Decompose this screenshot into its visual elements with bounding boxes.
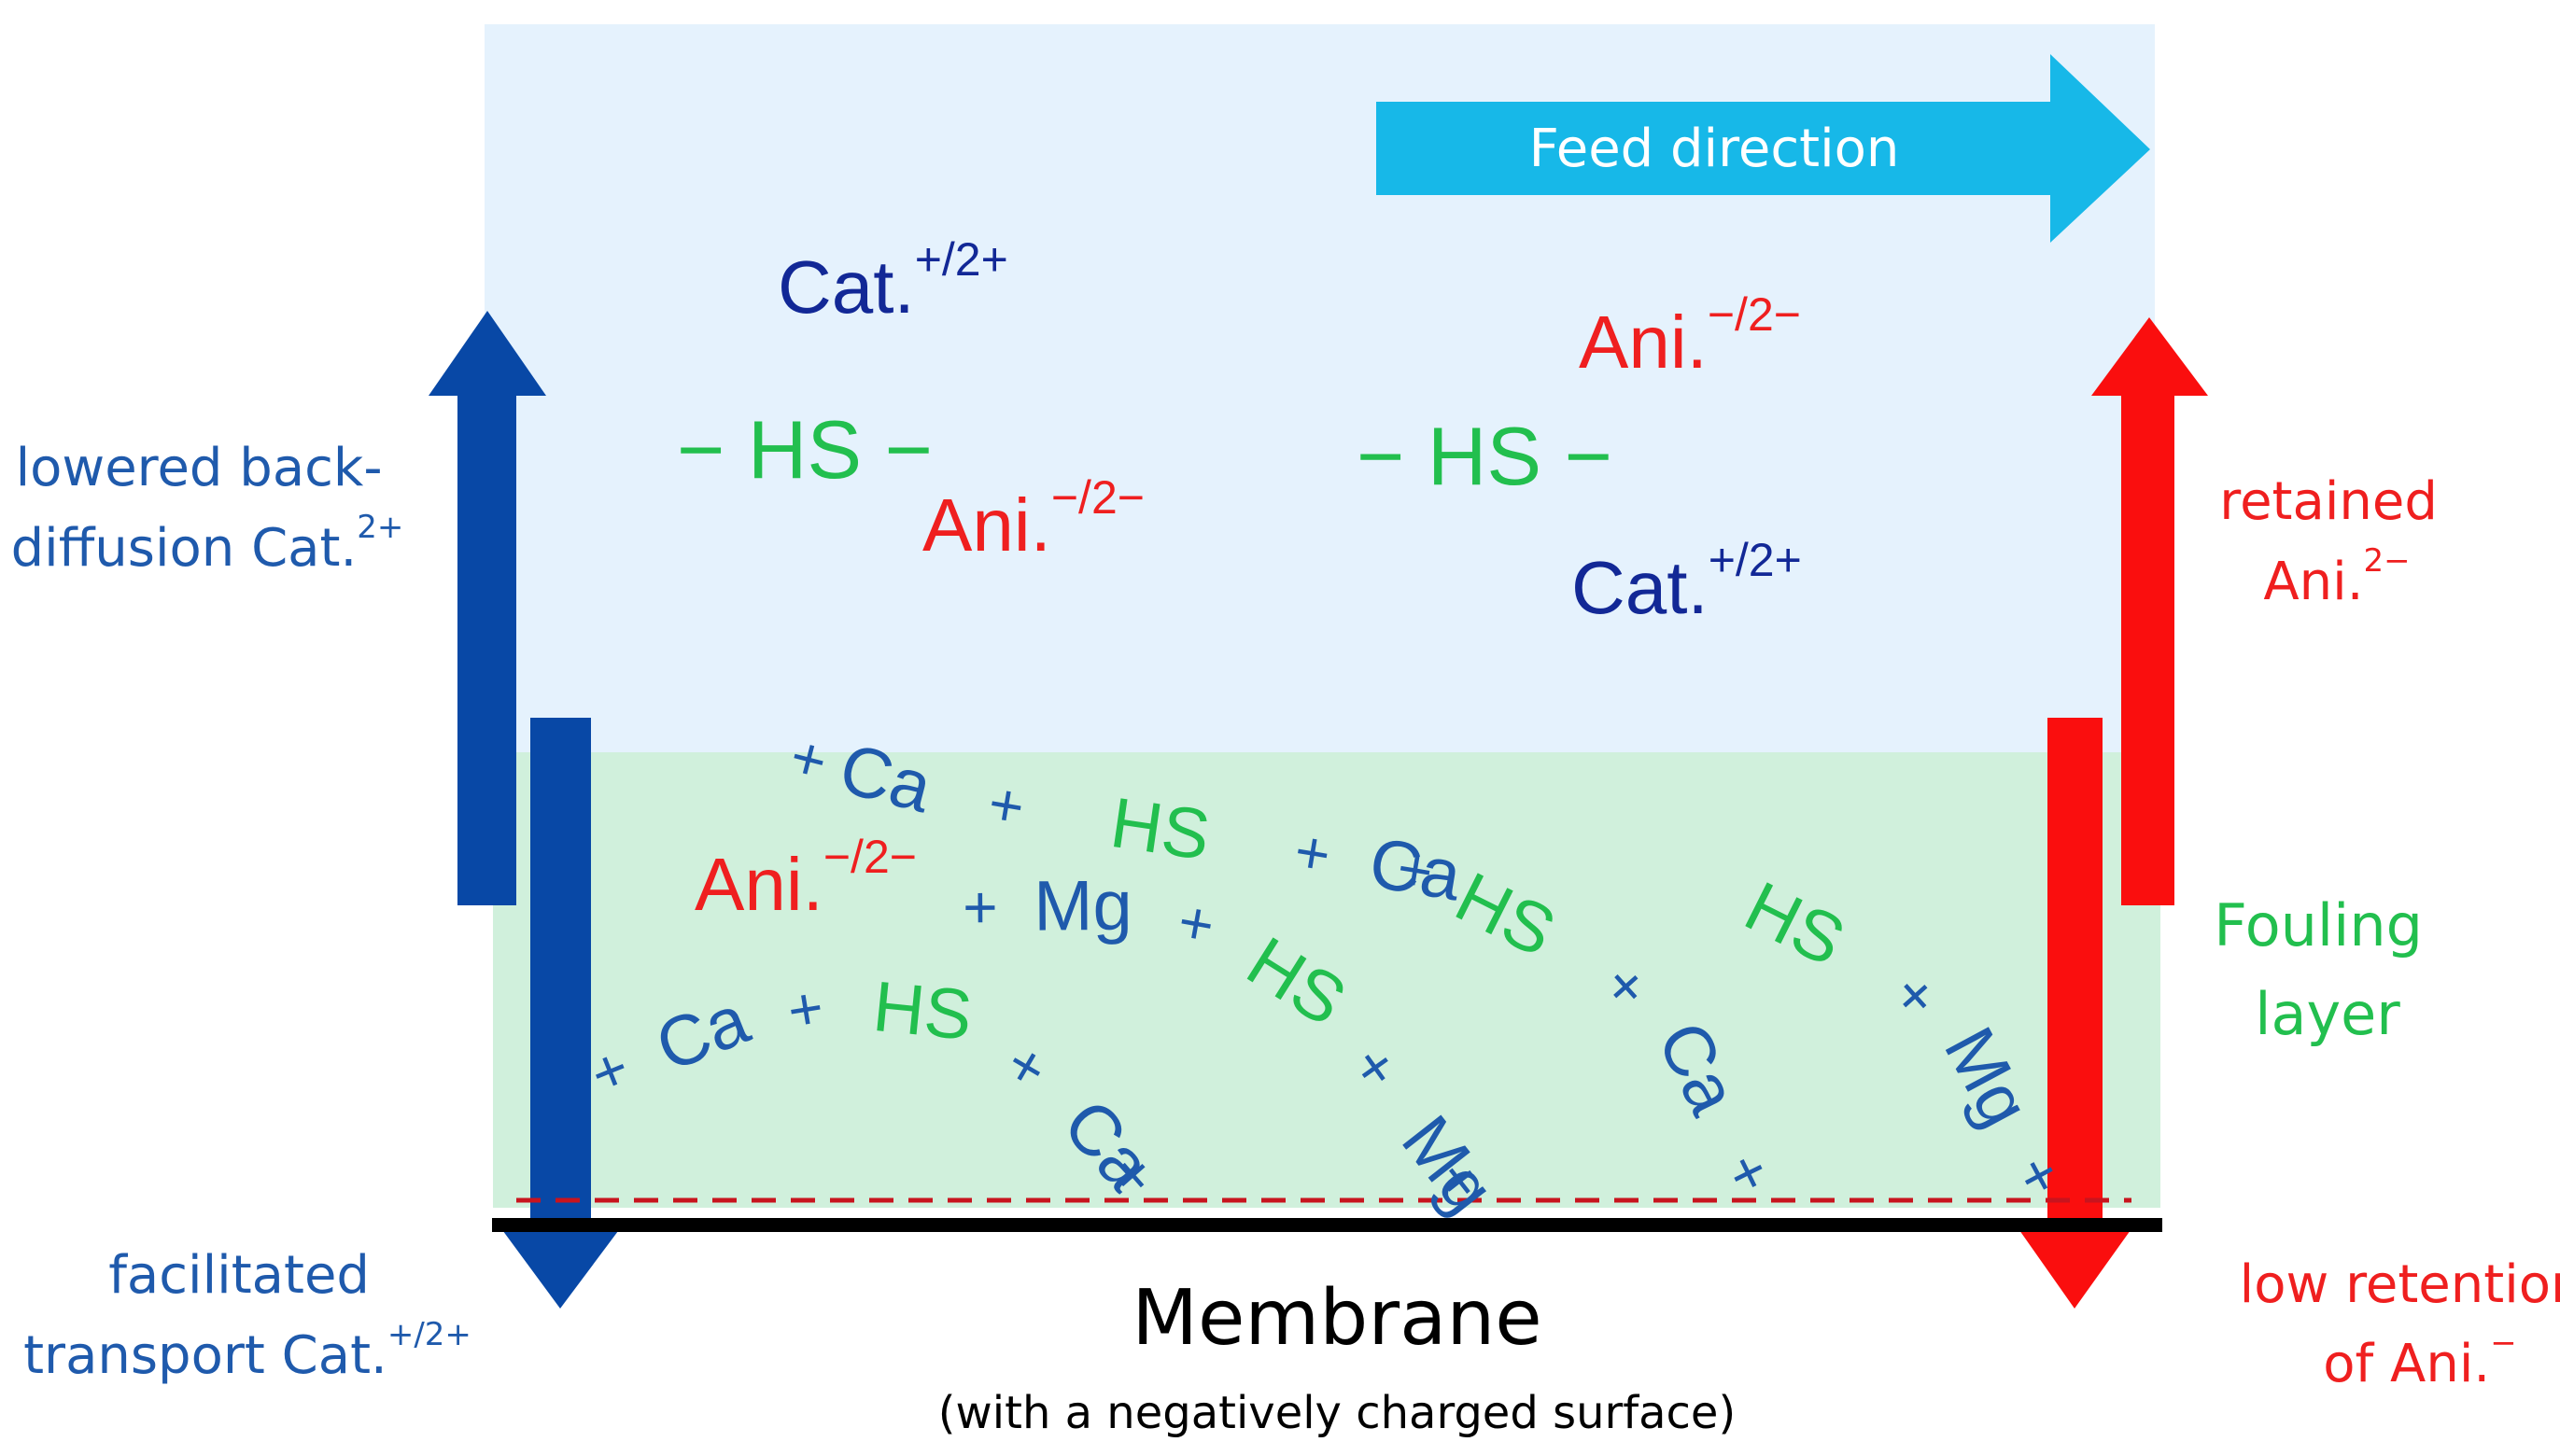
back-diffusion-label: lowered back- diffusion Cat.2+ — [11, 438, 404, 579]
fouling-cation-chain2-1: Mg — [1034, 866, 1132, 946]
low-retention-line2: of Ani. — [2323, 1334, 2490, 1394]
retained-anion-up-arrow — [2091, 317, 2208, 905]
bulk-anion-1-charge: −/2− — [1708, 288, 1801, 341]
fouling-layer-label: Fouling layer — [2214, 891, 2441, 1048]
fouling-line2: layer — [2255, 980, 2400, 1048]
bulk-anion-2: Ani.−/2− — [922, 471, 1145, 567]
facilitated-line1: facilitated — [108, 1245, 370, 1306]
facilitated-transport-label: facilitated transport Cat.+/2+ — [23, 1245, 471, 1386]
bulk-cation-1: Cat.+/2+ — [778, 233, 1008, 329]
back-diffusion-charge: 2+ — [357, 509, 403, 546]
back-diffusion-line2: diffusion Cat. — [11, 518, 358, 579]
retained-line2: Ani. — [2263, 552, 2363, 612]
retained-anion-label: retained Ani.2− — [2219, 471, 2454, 612]
retained-charge: 2− — [2364, 542, 2411, 580]
fouling-cation-chain1-5: Ca — [1364, 823, 1467, 917]
facilitated-charge: +/2+ — [387, 1316, 471, 1353]
bulk-cation-2-base: Cat. — [1571, 546, 1709, 629]
membrane-line — [492, 1218, 2162, 1232]
bulk-anion-2-base: Ani. — [922, 483, 1051, 567]
fouling-hs-chain3-3: HS — [869, 967, 975, 1056]
facilitated-line2: transport Cat. — [23, 1325, 387, 1386]
bulk-cation-1-charge: +/2+ — [915, 233, 1008, 286]
fouling-anion-base: Ani. — [695, 843, 823, 926]
back-diffusion-line1: lowered back- — [16, 438, 383, 498]
fouling-layer-region — [493, 752, 2160, 1208]
feed-direction-label: Feed direction — [1529, 119, 1900, 179]
feed-direction-arrow — [1376, 54, 2150, 243]
low-retention-charge: − — [2490, 1324, 2517, 1362]
bulk-anion-2-charge: −/2− — [1051, 471, 1145, 524]
bulk-anion-1-base: Ani. — [1579, 301, 1708, 384]
membrane-label: Membrane — [1132, 1274, 1542, 1363]
bulk-cation-2: Cat.+/2+ — [1571, 534, 1802, 629]
bulk-anion-1: Ani.−/2− — [1579, 288, 1801, 384]
retained-line1: retained — [2219, 471, 2438, 532]
bulk-cation-2-charge: +/2+ — [1709, 534, 1802, 586]
fouling-anion: Ani.−/2− — [695, 831, 917, 926]
membrane-sublabel: (with a negatively charged surface) — [938, 1387, 1736, 1439]
low-retention-label: low retention of Ani.− — [2240, 1254, 2560, 1394]
fouling-line1: Fouling — [2214, 891, 2423, 959]
fouling-hs-chain1-3: HS — [1105, 783, 1215, 875]
low-retention-down-arrow — [2015, 718, 2135, 1309]
fouling-chain-ca-1: +Ca+HS+Ca+ — [783, 722, 1467, 917]
fouling-plus-chain2-0: + — [963, 874, 998, 941]
low-retention-line1: low retention — [2240, 1254, 2560, 1315]
facilitated-transport-down-arrow — [498, 718, 624, 1309]
bulk-humic-substance-1: − HS − — [677, 403, 933, 496]
bulk-cation-1-base: Cat. — [778, 245, 915, 329]
fouling-anion-charge: −/2− — [823, 831, 917, 883]
bulk-humic-substance-2: − HS − — [1357, 410, 1612, 502]
back-diffusion-up-arrow — [429, 311, 546, 905]
